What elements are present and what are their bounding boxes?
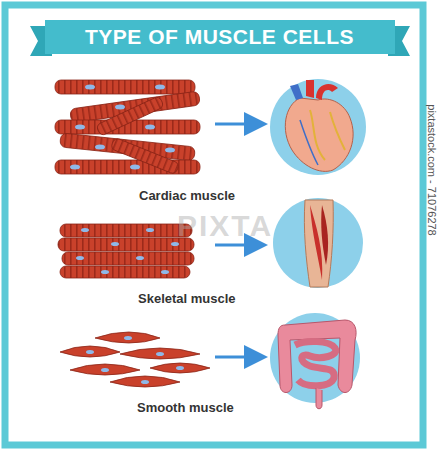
title-text: TYPE OF MUSCLE CELLS	[85, 25, 354, 49]
smooth-cells	[60, 332, 210, 387]
heart-organ	[270, 79, 366, 175]
arrow	[215, 123, 262, 126]
watermark: PIXTA	[177, 209, 273, 243]
muscle-label: Cardiac muscle	[139, 188, 235, 203]
title-ribbon	[30, 20, 410, 56]
muscle-label: Skeletal muscle	[138, 291, 236, 306]
intestine-organ	[270, 313, 360, 409]
arrow	[215, 244, 262, 247]
frame	[5, 5, 423, 445]
skeletal-fibers	[58, 224, 194, 278]
cardiac-cells	[55, 80, 200, 175]
muscle-label: Smooth muscle	[137, 400, 234, 415]
stock-id: pixtastock.com - 71076278	[426, 104, 438, 235]
leg-organ	[273, 198, 363, 288]
arrow	[215, 356, 262, 359]
